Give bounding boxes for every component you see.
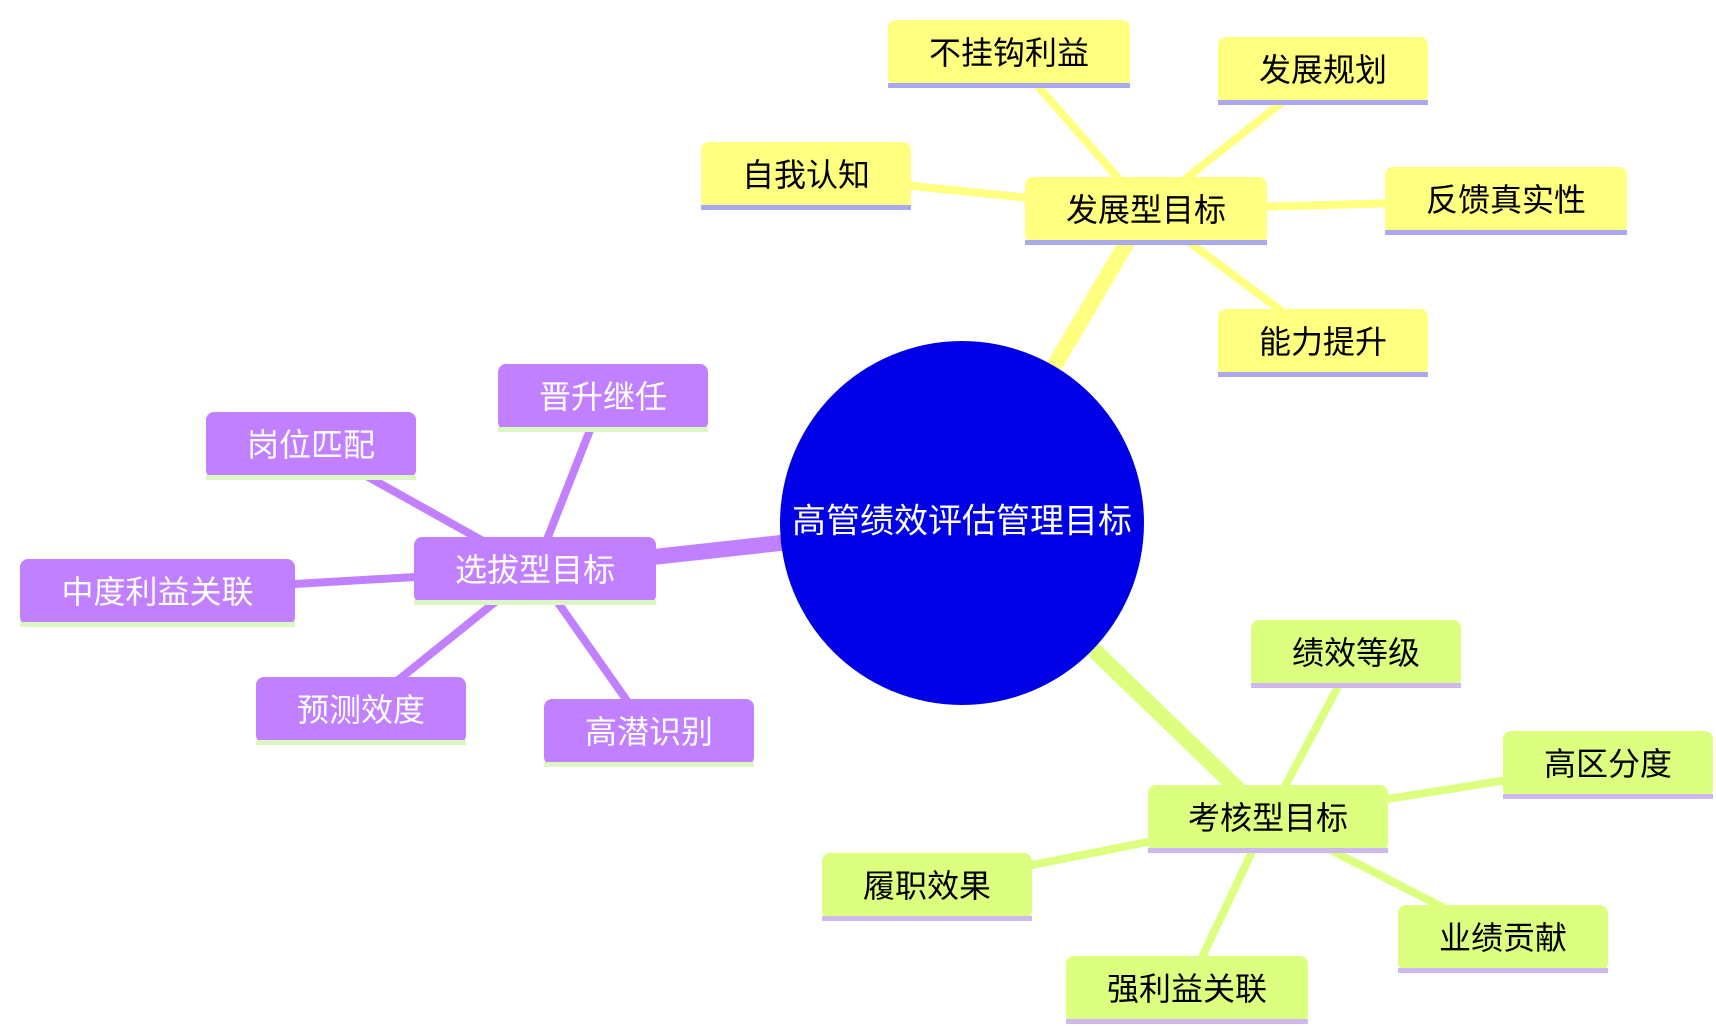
leaf-selection-2-box bbox=[20, 559, 295, 625]
leaf-development-0-box bbox=[888, 20, 1130, 86]
leaf-selection-1[interactable]: 岗位匹配 bbox=[206, 412, 416, 480]
leaf-assessment-0-box bbox=[1251, 620, 1461, 686]
leaf-development-4-underline bbox=[1218, 372, 1428, 377]
leaf-selection-0[interactable]: 晋升继任 bbox=[498, 364, 708, 432]
leaf-selection-0-underline bbox=[498, 427, 708, 432]
leaf-development-3-box bbox=[1385, 167, 1627, 233]
root-node[interactable]: 高管绩效评估管理目标 bbox=[780, 341, 1144, 705]
leaf-selection-4-box bbox=[544, 699, 754, 765]
leaf-assessment-2-label: 履职效果 bbox=[863, 867, 991, 905]
root-circle bbox=[780, 341, 1144, 705]
leaf-assessment-0-label: 绩效等级 bbox=[1292, 634, 1420, 672]
leaf-assessment-3-underline bbox=[1398, 968, 1608, 973]
branch-development-box bbox=[1025, 177, 1267, 243]
branch-assessment-box bbox=[1148, 785, 1388, 851]
branch-development-underline bbox=[1025, 240, 1267, 245]
leaf-selection-1-underline bbox=[206, 475, 416, 480]
branch-development-label: 发展型目标 bbox=[1066, 191, 1226, 229]
leaf-assessment-4-label: 强利益关联 bbox=[1107, 970, 1267, 1008]
branch-assessment[interactable]: 考核型目标 bbox=[1148, 785, 1388, 853]
branch-selection[interactable]: 选拔型目标 bbox=[414, 537, 656, 605]
branch-selection-box bbox=[414, 537, 656, 603]
leaf-development-3-underline bbox=[1385, 230, 1627, 235]
leaf-development-1[interactable]: 发展规划 bbox=[1218, 37, 1428, 105]
root-label: 高管绩效评估管理目标 bbox=[792, 502, 1132, 542]
leaf-selection-0-box bbox=[498, 364, 708, 430]
leaf-development-2-underline bbox=[701, 205, 911, 210]
leaf-selection-2-underline bbox=[20, 622, 295, 627]
branch-assessment-underline bbox=[1148, 848, 1388, 853]
leaf-assessment-2[interactable]: 履职效果 bbox=[822, 853, 1032, 921]
leaf-development-2-label: 自我认知 bbox=[742, 156, 870, 194]
branch-assessment-label: 考核型目标 bbox=[1188, 799, 1348, 837]
leaf-assessment-3-label: 业绩贡献 bbox=[1439, 919, 1567, 957]
leaf-selection-4-label: 高潜识别 bbox=[585, 713, 713, 751]
leaf-selection-2-label: 中度利益关联 bbox=[61, 573, 253, 611]
leaf-assessment-2-box bbox=[822, 853, 1032, 919]
leaf-development-1-underline bbox=[1218, 100, 1428, 105]
leaf-selection-3-underline bbox=[256, 740, 466, 745]
leaf-assessment-2-underline bbox=[822, 916, 1032, 921]
leaf-selection-0-label: 晋升继任 bbox=[539, 378, 667, 416]
leaf-selection-1-box bbox=[206, 412, 416, 478]
leaf-selection-3[interactable]: 预测效度 bbox=[256, 677, 466, 745]
leaf-development-1-box bbox=[1218, 37, 1428, 103]
leaf-development-1-label: 发展规划 bbox=[1259, 51, 1387, 89]
leaf-assessment-1-box bbox=[1503, 731, 1713, 797]
leaf-selection-4[interactable]: 高潜识别 bbox=[544, 699, 754, 767]
leaf-development-2[interactable]: 自我认知 bbox=[701, 142, 911, 210]
leaf-assessment-4-box bbox=[1066, 956, 1308, 1022]
leaf-selection-1-label: 岗位匹配 bbox=[247, 426, 375, 464]
leaf-selection-3-box bbox=[256, 677, 466, 743]
leaf-assessment-0[interactable]: 绩效等级 bbox=[1251, 620, 1461, 688]
leaf-development-4[interactable]: 能力提升 bbox=[1218, 309, 1428, 377]
leaf-development-0[interactable]: 不挂钩利益 bbox=[888, 20, 1130, 88]
leaf-assessment-4-underline bbox=[1066, 1019, 1308, 1024]
leaf-selection-2[interactable]: 中度利益关联 bbox=[20, 559, 295, 627]
leaf-development-2-box bbox=[701, 142, 911, 208]
leaf-development-4-box bbox=[1218, 309, 1428, 375]
leaf-assessment-4[interactable]: 强利益关联 bbox=[1066, 956, 1308, 1024]
leaf-assessment-3[interactable]: 业绩贡献 bbox=[1398, 905, 1608, 973]
leaf-assessment-1[interactable]: 高区分度 bbox=[1503, 731, 1713, 799]
leaf-development-4-label: 能力提升 bbox=[1259, 323, 1387, 361]
leaf-development-3[interactable]: 反馈真实性 bbox=[1385, 167, 1627, 235]
branch-development[interactable]: 发展型目标 bbox=[1025, 177, 1267, 245]
branch-selection-underline bbox=[414, 600, 656, 605]
node-layer: 高管绩效评估管理目标 发展型目标 不挂钩利益 发展规划自我认知反馈真实性能力提升选拔型… bbox=[20, 20, 1713, 1024]
leaf-assessment-1-underline bbox=[1503, 794, 1713, 799]
leaf-assessment-0-underline bbox=[1251, 683, 1461, 688]
leaf-development-0-underline bbox=[888, 83, 1130, 88]
leaf-assessment-1-label: 高区分度 bbox=[1544, 745, 1672, 783]
leaf-selection-3-label: 预测效度 bbox=[297, 691, 425, 729]
leaf-assessment-3-box bbox=[1398, 905, 1608, 971]
branch-selection-label: 选拔型目标 bbox=[455, 551, 615, 589]
leaf-selection-4-underline bbox=[544, 762, 754, 767]
leaf-development-0-label: 不挂钩利益 bbox=[929, 34, 1089, 72]
leaf-development-3-label: 反馈真实性 bbox=[1426, 181, 1586, 219]
